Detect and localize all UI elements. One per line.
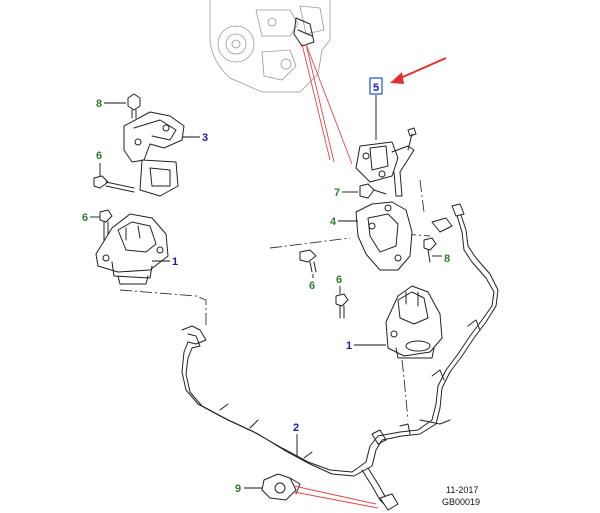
connector-9 bbox=[261, 473, 301, 501]
bolt-8-left bbox=[127, 93, 141, 119]
red-arrow-indicator bbox=[390, 57, 447, 84]
sensor-bracket-part bbox=[355, 127, 417, 197]
bracket-4-part bbox=[355, 201, 413, 271]
callout-8-left: 8 bbox=[96, 98, 102, 110]
callout-1-left: 1 bbox=[172, 256, 178, 268]
callout-5-highlight-box bbox=[369, 77, 383, 95]
callout-6-left-upper: 6 bbox=[96, 150, 102, 162]
bolt-6-middle bbox=[299, 249, 317, 273]
bolt-6-left-upper bbox=[93, 175, 135, 193]
callout-4: 4 bbox=[330, 216, 337, 228]
callout-2: 2 bbox=[293, 422, 299, 434]
centerline-mid bbox=[269, 237, 351, 249]
red-leader-9b bbox=[293, 491, 379, 509]
callout-6-middle: 6 bbox=[309, 280, 315, 292]
centerline-left bbox=[119, 289, 207, 326]
bolt-6-right bbox=[335, 293, 349, 319]
footer-date: 11-2017 bbox=[446, 485, 478, 495]
centerline-right-lower bbox=[401, 359, 409, 421]
callout-3: 3 bbox=[202, 132, 208, 144]
callout-6-left-lower: 6 bbox=[82, 212, 88, 224]
engine-mount-1-left bbox=[95, 213, 169, 285]
callout-6-right: 6 bbox=[336, 274, 342, 286]
engine-block bbox=[209, 0, 353, 165]
centerline-sensor bbox=[419, 179, 425, 213]
callout-5: 5 bbox=[373, 82, 379, 94]
callout-7: 7 bbox=[334, 187, 340, 199]
callout-1-right: 1 bbox=[346, 340, 352, 352]
bracket-3-part bbox=[123, 111, 185, 197]
bolt-7 bbox=[359, 183, 387, 199]
engine-mount-1-right bbox=[385, 285, 443, 359]
footer-code: GB00019 bbox=[442, 497, 480, 507]
callout-9: 9 bbox=[235, 483, 241, 495]
vacuum-hose-2 bbox=[181, 203, 499, 511]
red-leader-9a bbox=[293, 485, 377, 505]
callout-8-right: 8 bbox=[444, 253, 450, 265]
bolt-8-right bbox=[423, 237, 437, 263]
